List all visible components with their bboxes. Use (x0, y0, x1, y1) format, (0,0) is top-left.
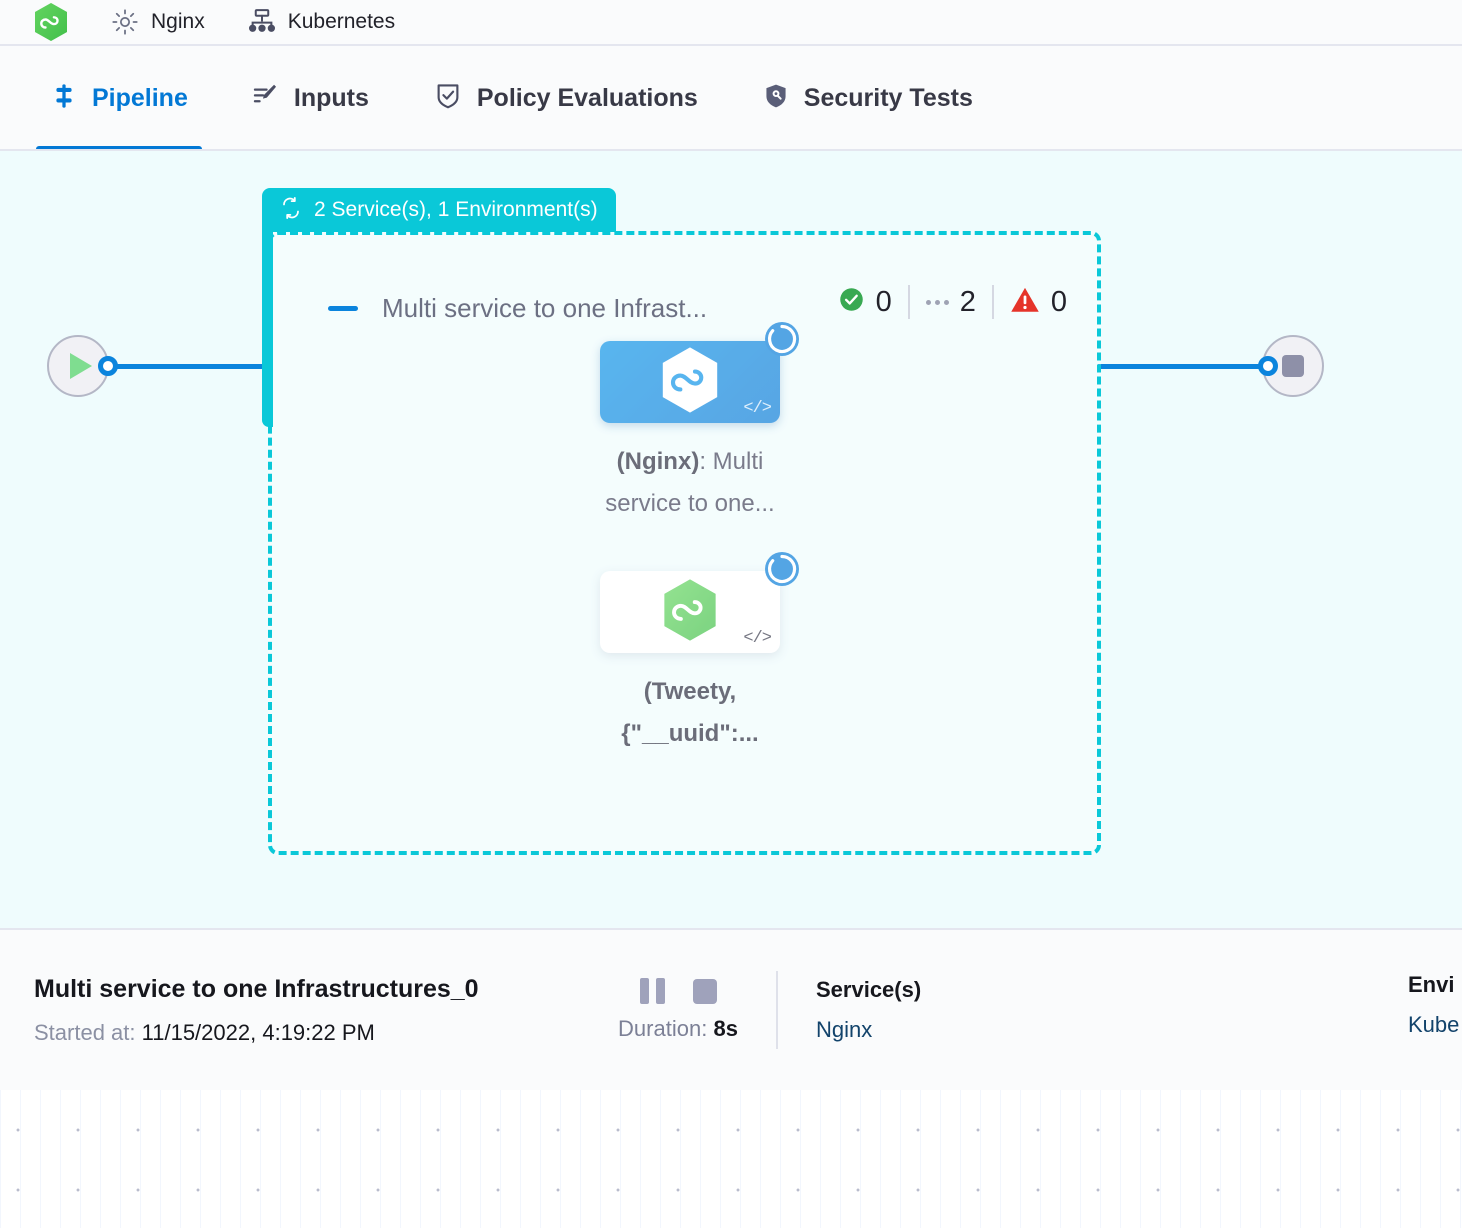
execution-services-value[interactable]: Nginx (816, 1017, 873, 1042)
stop-icon[interactable] (692, 978, 717, 1004)
execution-controls: Duration: 8s (580, 978, 776, 1042)
code-brackets-icon: </> (743, 629, 772, 648)
pipeline-icon (50, 82, 78, 115)
code-brackets-icon: </> (743, 399, 772, 418)
count-running[interactable]: 2 (910, 286, 992, 319)
execution-started: Started at: 11/15/2022, 4:19:22 PM (34, 1020, 580, 1046)
stop-square-icon (1282, 355, 1304, 377)
count-running-value: 2 (959, 285, 976, 318)
service-node-nginx-label-bold: (Nginx) (616, 448, 700, 475)
execution-info: Multi service to one Infrastructures_0 S… (0, 975, 580, 1046)
pause-icon[interactable] (639, 978, 665, 1004)
harness-hexagon-logo (34, 3, 68, 41)
execution-title: Multi service to one Infrastructures_0 (34, 974, 479, 1003)
service-node-tweety[interactable]: </> (Tweety, {"__uuid":... (570, 552, 810, 755)
service-node-tweety-card[interactable]: </> (600, 552, 799, 653)
connector-end (1098, 364, 1270, 369)
service-node-tweety-label-bold: (Tweety, {"__uuid":... (621, 678, 759, 747)
execution-services-header: Service(s) (816, 977, 922, 1002)
tab-policy-label: Policy Evaluations (476, 84, 698, 112)
matrix-rail (262, 229, 273, 427)
connector-start (108, 364, 268, 369)
tab-bar: Pipeline Inputs Policy Evaluations (0, 46, 1462, 151)
breadcrumb-chip-environment[interactable]: Kubernetes (247, 7, 395, 37)
service-node-nginx-label: (Nginx): Multi service to one... (583, 441, 798, 525)
start-node-port (98, 356, 118, 376)
tab-security-label: Security Tests (803, 84, 973, 112)
count-success-value: 0 (875, 285, 892, 318)
execution-environments-value[interactable]: Kube (1408, 1012, 1460, 1037)
harness-hexagon-white-icon (659, 346, 721, 419)
stage-group-container[interactable]: Multi service to one Infrast... 0 2 (268, 231, 1101, 855)
execution-started-value: 11/15/2022, 4:19:22 PM (141, 1019, 375, 1045)
check-circle-icon (838, 286, 865, 318)
execution-duration-label: Duration: (618, 1016, 708, 1041)
security-shield-icon (762, 82, 790, 115)
execution-control-buttons (639, 978, 717, 1004)
stage-group-header: Multi service to one Infrast... (328, 283, 1088, 333)
topstrip-divider (0, 44, 1462, 46)
service-node-nginx[interactable]: </> (Nginx): Multi service to one... (570, 322, 810, 525)
end-node-port (1258, 356, 1278, 376)
execution-divider (776, 971, 778, 1049)
dots-icon (925, 299, 949, 305)
gear-icon (110, 7, 140, 37)
minus-collapse-icon[interactable] (328, 305, 358, 311)
spinner-running-icon (763, 550, 801, 588)
execution-duration: Duration: 8s (618, 1016, 738, 1042)
matrix-summary-label: 2 Service(s), 1 Environment(s) (314, 198, 598, 221)
execution-environments: Envi Kube (1408, 972, 1462, 1038)
policy-shield-check-icon (433, 81, 463, 116)
count-failed[interactable]: 0 (994, 286, 1067, 319)
matrix-summary-flag[interactable]: 2 Service(s), 1 Environment(s) (262, 188, 616, 232)
service-node-nginx-label-rest: : Multi service to one... (605, 448, 775, 517)
tab-policy-evaluations[interactable]: Policy Evaluations (419, 46, 712, 151)
count-failed-value: 0 (1050, 285, 1067, 318)
execution-services: Service(s) Nginx (816, 977, 1006, 1043)
harness-hexagon-green-icon (661, 578, 719, 647)
pipeline-canvas[interactable]: 2 Service(s), 1 Environment(s) Multi ser… (0, 151, 1462, 928)
execution-summary-bar: Multi service to one Infrastructures_0 S… (0, 928, 1462, 1090)
breadcrumb-service-label: Nginx (151, 10, 205, 33)
stage-group-title: Multi service to one Infrast... (382, 292, 708, 323)
tab-inputs-label: Inputs (293, 84, 369, 112)
dotted-grid-canvas[interactable] (0, 1090, 1462, 1228)
execution-environments-header: Envi (1408, 972, 1455, 997)
infrastructure-icon (247, 7, 277, 37)
inputs-icon (252, 82, 280, 115)
execution-started-label: Started at: (34, 1019, 136, 1045)
count-success[interactable]: 0 (838, 286, 908, 319)
service-node-tweety-label: (Tweety, {"__uuid":... (583, 671, 798, 755)
tabbar-divider (0, 149, 1462, 151)
spinner-running-icon (763, 320, 801, 358)
breadcrumb-environment-label: Kubernetes (287, 10, 396, 33)
breadcrumb-chip-service[interactable]: Nginx (110, 7, 205, 37)
play-icon (70, 353, 92, 379)
stage-group-status-counts: 0 2 0 (838, 285, 1067, 319)
count-divider-1 (907, 285, 910, 319)
execution-duration-value: 8s (713, 1016, 738, 1041)
service-node-nginx-card[interactable]: </> (600, 322, 799, 423)
breadcrumb-chip-logo[interactable] (34, 3, 68, 41)
tab-inputs[interactable]: Inputs (238, 46, 383, 151)
count-divider-2 (991, 285, 994, 319)
context-breadcrumb-strip: Nginx Kubernetes (0, 0, 1462, 44)
tab-security-tests[interactable]: Security Tests (748, 46, 987, 151)
tab-pipeline[interactable]: Pipeline (36, 46, 202, 151)
tab-pipeline-label: Pipeline (92, 84, 188, 112)
loop-repeat-icon (279, 196, 303, 225)
warning-triangle-icon (1010, 286, 1040, 319)
